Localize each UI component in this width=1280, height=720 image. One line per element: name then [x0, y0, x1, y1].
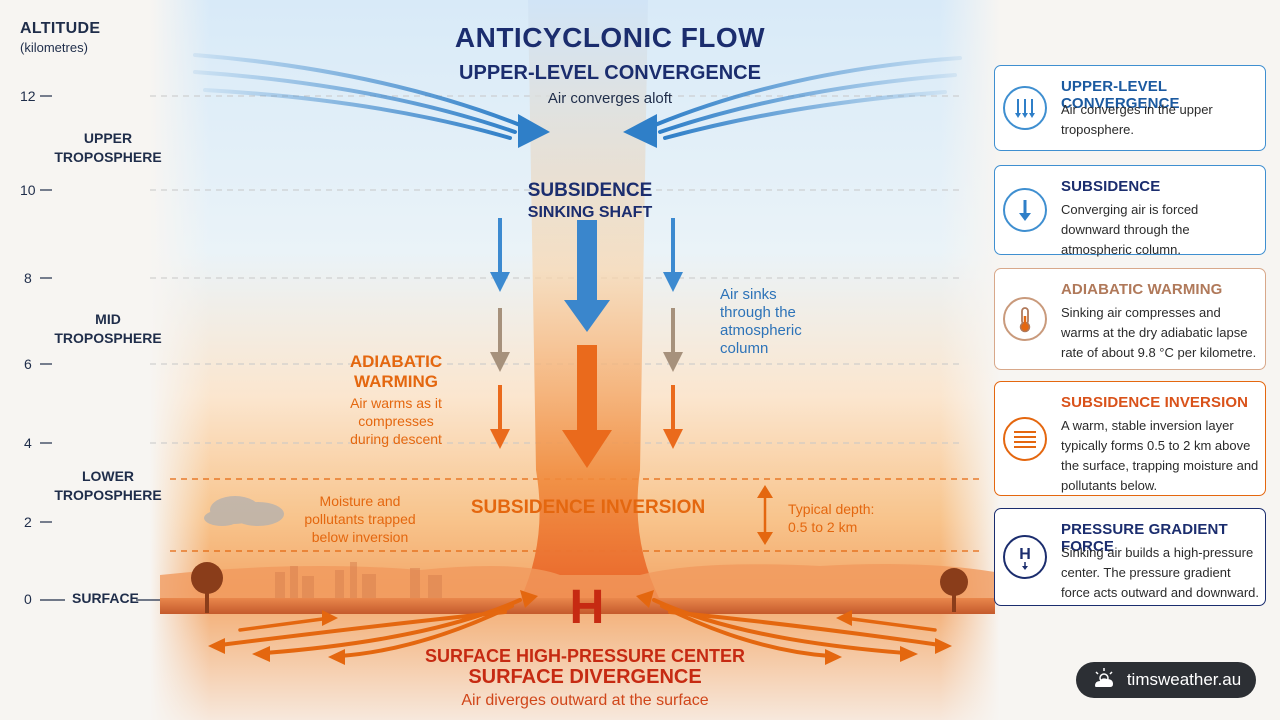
- card-subsidence: SUBSIDENCE Converging air is forced down…: [994, 165, 1266, 257]
- tick-12: 12: [20, 88, 36, 104]
- air-sinks-note: Air sinks through the atmospheric column: [720, 286, 802, 358]
- inversion-title: SUBSIDENCE INVERSION: [470, 497, 706, 518]
- tick-4: 4: [24, 435, 32, 451]
- high-pressure-icon: H: [1003, 535, 1047, 579]
- card-body: Sinking air builds a high-pressure cente…: [1061, 545, 1259, 600]
- layer-upper-line2: TROPOSPHERE: [54, 149, 162, 165]
- layer-lower-line1: LOWER: [81, 468, 135, 484]
- adiabatic-title: ADIABATIC WARMING: [326, 352, 466, 392]
- converging-arrows-icon: [1003, 86, 1047, 130]
- down-arrow-icon: [1003, 188, 1047, 232]
- card-adiabatic-warming: ADIABATIC WARMING Sinking air compresses…: [994, 268, 1266, 370]
- card-body: A warm, stable inversion layer typically…: [1061, 418, 1259, 493]
- card-title: SUBSIDENCE INVERSION: [1061, 394, 1249, 411]
- layer-upper: UPPER TROPOSPHERE: [38, 129, 178, 167]
- tick-10: 10: [20, 182, 36, 198]
- card-upper-convergence: UPPER-LEVEL CONVERGENCE Air converges in…: [994, 65, 1266, 151]
- axis-unit: (kilometres): [20, 40, 88, 55]
- subsidence-title: SUBSIDENCE: [527, 180, 653, 201]
- site-badge[interactable]: timsweather.au: [1076, 662, 1256, 698]
- air-sinks-line2: through the: [720, 304, 796, 321]
- layer-mid-line1: MID: [95, 311, 121, 327]
- site-badge-text: timsweather.au: [1126, 670, 1242, 689]
- upper-convergence-note: Air converges aloft: [547, 90, 673, 107]
- tick-0: 0: [24, 591, 32, 607]
- surface-high-title: SURFACE HIGH-PRESSURE CENTER: [424, 646, 746, 666]
- card-title: SUBSIDENCE: [1061, 178, 1161, 195]
- sun-cloud-icon: [1091, 667, 1117, 694]
- axis-title: ALTITUDE: [20, 20, 101, 37]
- moisture-note-line1: Moisture and: [319, 493, 401, 509]
- adiabatic-title-line1: ADIABATIC: [349, 352, 443, 371]
- card-title: PRESSURE GRADIENT FORCE: [1061, 521, 1228, 555]
- card-body: Air converges in the upper troposphere.: [1061, 102, 1213, 137]
- adiabatic-note-line1: Air warms as it: [350, 395, 442, 411]
- svg-text:H: H: [1019, 546, 1031, 563]
- depth-note: Typical depth: 0.5 to 2 km: [788, 500, 874, 536]
- adiabatic-title-line2: WARMING: [353, 372, 439, 391]
- air-sinks-line4: column: [720, 340, 769, 357]
- depth-note-line1: Typical depth:: [788, 501, 875, 517]
- moisture-note-line3: below inversion: [311, 529, 409, 545]
- card-pressure-gradient: H PRESSURE GRADIENT FORCE Sinking air bu…: [994, 508, 1266, 606]
- layer-lower: LOWER TROPOSPHERE: [38, 467, 178, 505]
- adiabatic-note-line3: during descent: [350, 431, 442, 447]
- adiabatic-note: Air warms as it compresses during descen…: [326, 394, 466, 448]
- card-body: Sinking air compresses and warms at the …: [1061, 305, 1257, 360]
- diagram-title: ANTICYCLONIC FLOW: [454, 22, 766, 53]
- layer-upper-line1: UPPER: [83, 130, 133, 146]
- depth-note-line2: 0.5 to 2 km: [788, 519, 858, 535]
- card-title: ADIABATIC WARMING: [1061, 281, 1223, 298]
- surface-divergence-title: SURFACE DIVERGENCE: [468, 666, 702, 688]
- tick-2: 2: [24, 514, 32, 530]
- moisture-note: Moisture and pollutants trapped below in…: [290, 492, 430, 546]
- layer-mid: MID TROPOSPHERE: [38, 310, 178, 348]
- surface-label: SURFACE: [72, 590, 139, 606]
- layer-mid-line2: TROPOSPHERE: [54, 330, 162, 346]
- adiabatic-note-line2: compresses: [358, 413, 434, 429]
- air-sinks-line3: atmospheric: [720, 322, 802, 339]
- card-subsidence-inversion: SUBSIDENCE INVERSION A warm, stable inve…: [994, 381, 1266, 496]
- upper-convergence-title: UPPER-LEVEL CONVERGENCE: [459, 62, 761, 84]
- air-sinks-line1: Air sinks: [720, 286, 777, 303]
- subsidence-subtitle: SINKING SHAFT: [527, 204, 653, 221]
- tick-8: 8: [24, 270, 32, 286]
- moisture-note-line2: pollutants trapped: [304, 511, 416, 527]
- tick-6: 6: [24, 356, 32, 372]
- high-pressure-symbol: H: [569, 581, 605, 634]
- thermometer-icon: [1003, 297, 1047, 341]
- layer-lower-line2: TROPOSPHERE: [54, 487, 162, 503]
- inversion-layer-icon: [1003, 416, 1047, 461]
- card-title: UPPER-LEVEL CONVERGENCE: [1061, 78, 1180, 112]
- divergence-note: Air diverges outward at the surface: [461, 692, 709, 709]
- card-body: Converging air is forced downward throug…: [1061, 202, 1199, 257]
